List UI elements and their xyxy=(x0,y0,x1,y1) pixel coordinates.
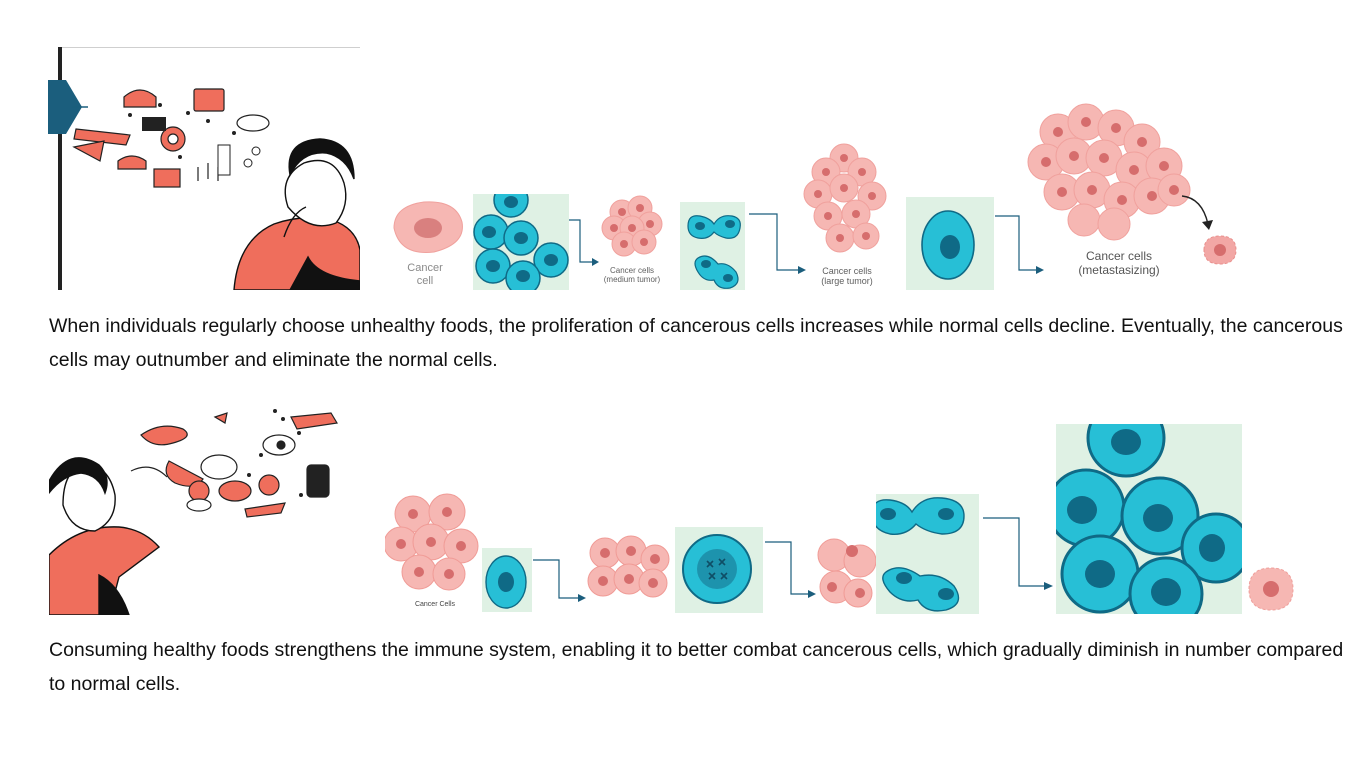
medium-tumor-caption: Cancer cells (medium tumor) xyxy=(603,266,661,285)
remaining-cancer-cell-image xyxy=(1245,564,1297,614)
progression-arrow-icon xyxy=(748,212,808,276)
healthy-description: Consuming healthy foods strengthens the … xyxy=(49,639,1344,695)
cancer-cell-image xyxy=(388,198,466,258)
metastasizing-caption: Cancer cells (metastasizing) xyxy=(1078,249,1160,277)
unhealthy-description: When individuals regularly choose unheal… xyxy=(49,315,1343,371)
pointer-arrow-icon xyxy=(48,72,88,142)
metastasizing-tumor-image xyxy=(1024,102,1194,242)
healthy-food-illustration xyxy=(49,405,354,615)
progression-arrow-icon xyxy=(994,214,1046,276)
progression-arrow-icon xyxy=(568,218,600,268)
small-normal-cell-panel xyxy=(482,548,532,612)
dividing-normal-cells-panel xyxy=(680,202,745,290)
progression-arrow-icon xyxy=(764,540,820,600)
large-tumor-caption: Cancer cells (large tumor) xyxy=(821,266,873,287)
small-cancer-cluster-image xyxy=(816,537,876,613)
normal-cells-large-cluster-panel xyxy=(1056,424,1242,614)
large-tumor-image xyxy=(800,142,892,264)
progression-arrow-icon xyxy=(982,516,1056,592)
dividing-normal-cells-panel-healthy xyxy=(876,494,979,614)
normal-cells-cluster-panel xyxy=(473,194,569,290)
cancer-cells-caption: Cancer Cells xyxy=(414,601,456,608)
cancer-cell-caption: Cancer cell xyxy=(407,262,443,287)
single-normal-cell-panel xyxy=(906,197,994,290)
progression-arrow-icon xyxy=(532,558,590,604)
escaping-cancer-cell-image xyxy=(1200,232,1238,268)
medium-tumor-image xyxy=(600,194,664,260)
shrinking-cancer-cluster-image xyxy=(585,535,671,601)
unhealthy-food-illustration xyxy=(48,47,360,290)
metastasis-arrow-icon xyxy=(1180,192,1220,234)
dividing-nucleus-cell-panel xyxy=(675,527,763,613)
cancer-cells-cluster-image xyxy=(385,492,481,592)
